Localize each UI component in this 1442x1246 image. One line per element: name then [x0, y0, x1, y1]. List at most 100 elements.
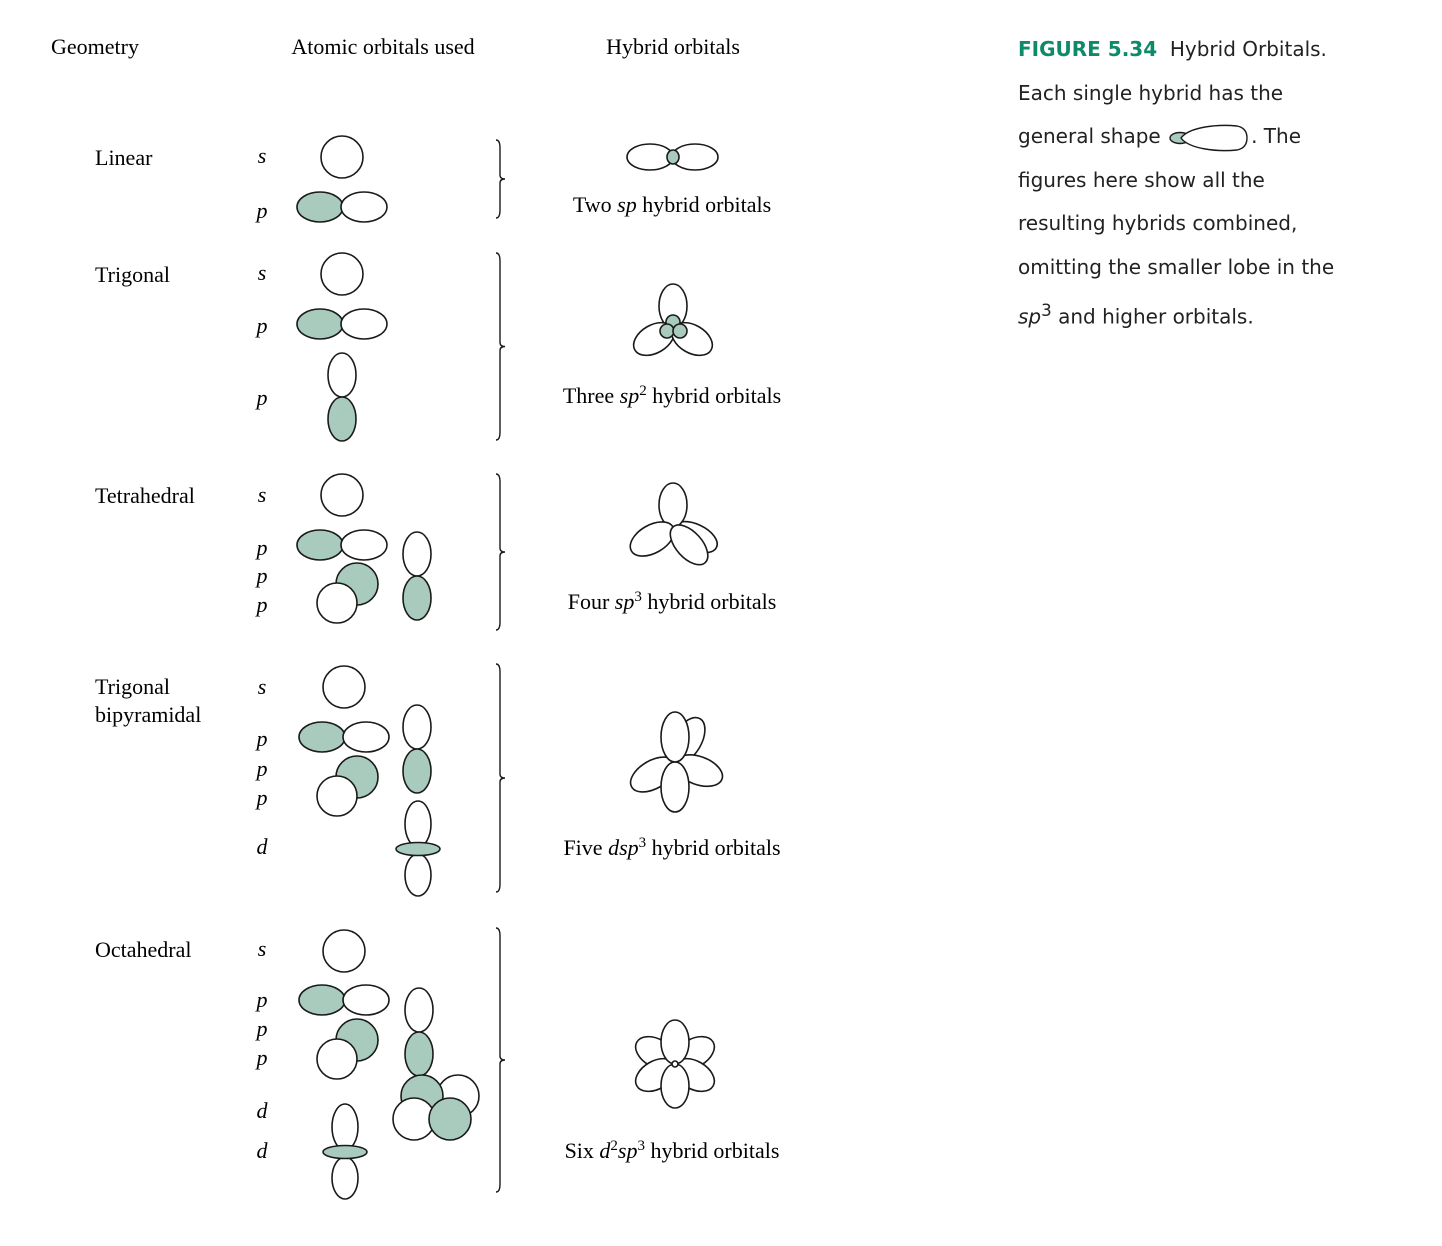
hybrid-orbital-label: Five dsp3 hybrid orbitals: [563, 835, 780, 860]
orbital-type-label: p: [255, 385, 268, 410]
p-orbital-clear-lobe: [342, 984, 390, 1016]
caption-text-1: Each single hybrid has the general shape: [1018, 80, 1284, 149]
orbital-type-label: s: [258, 936, 267, 961]
brace: [495, 252, 506, 441]
p-orbital-shaded-lobe: [296, 529, 344, 561]
brace: [495, 139, 506, 219]
orbital-type-label: p: [255, 198, 268, 223]
orbital-type-label: p: [255, 726, 268, 751]
hybrid-orbital-shapes: [626, 143, 724, 1109]
sp-hybrid-lobe: [626, 143, 674, 171]
header-atomic-orbitals: Atomic orbitals used: [291, 34, 474, 59]
p-orbital-shaded-lobe: [402, 575, 432, 621]
orbital-type-label: d: [257, 1138, 269, 1163]
orbital-type-label: p: [255, 313, 268, 338]
figure-caption: FIGURE 5.34 Hybrid Orbitals. Each single…: [1018, 28, 1358, 339]
orbital-type-label: s: [258, 143, 267, 168]
orbital-type-label: p: [255, 1045, 268, 1070]
dz2-torus: [395, 841, 441, 857]
s-orbital: [320, 135, 364, 179]
brace: [495, 663, 506, 893]
p-orbital-shaded-lobe: [298, 984, 346, 1016]
p-orbital-shaded-lobe: [327, 396, 357, 442]
brace: [495, 473, 506, 631]
hybrid-lobe: [660, 711, 690, 763]
p-orbital-shaded-lobe: [298, 721, 346, 753]
header-geometry: Geometry: [51, 34, 139, 59]
orbital-type-label: s: [258, 674, 267, 699]
s-orbital: [322, 665, 366, 709]
hybrid-orbital-label: Three sp2 hybrid orbitals: [563, 383, 781, 408]
orbital-row-labels: Linear s p: [95, 143, 268, 223]
orbital-type-label: p: [255, 785, 268, 810]
p-orbital-shaded-lobe: [296, 191, 344, 223]
p-orbital-clear-lobe: [402, 704, 432, 750]
dz2-upper-lobe: [404, 800, 432, 848]
orbital-row-labels: Trigonal s p p: [95, 260, 268, 410]
sp-hybrid-small-lobe: [666, 149, 680, 165]
hybrid-orbital-label: Six d2sp3 hybrid orbitals: [565, 1138, 780, 1163]
hybrid-lobe: [660, 1019, 690, 1065]
p-orbital-shaded-lobe: [404, 1031, 434, 1077]
orbital-type-label: d: [257, 834, 269, 859]
orbital-type-label: p: [255, 1016, 268, 1041]
geometry-label: Octahedral: [95, 937, 192, 962]
geometry-label: bipyramidal: [95, 702, 201, 727]
braces: [495, 139, 506, 1193]
caption-sp: sp: [1018, 304, 1042, 329]
orbital-type-label: s: [258, 260, 267, 285]
s-orbital: [320, 473, 364, 517]
figure-title: Hybrid Orbitals.: [1169, 37, 1327, 61]
p-orbital-shaded-lobe: [402, 748, 432, 794]
geometry-label: Linear: [95, 145, 153, 170]
s-orbital: [320, 252, 364, 296]
hybrid-lobe: [658, 482, 688, 528]
p-orbital-clear-lobe: [342, 721, 390, 753]
orbital-type-label: d: [257, 1098, 269, 1123]
figure-number: FIGURE 5.34: [1018, 37, 1158, 61]
column-headers: Geometry Atomic orbitals used Hybrid orb…: [51, 34, 740, 59]
hybrid-orbitals-diagram: Geometry Atomic orbitals used Hybrid orb…: [51, 34, 781, 1200]
geometry-label: Tetrahedral: [95, 483, 195, 508]
orbital-type-label: s: [258, 482, 267, 507]
caption-sp-sup: 3: [1041, 301, 1052, 320]
s-orbital: [322, 929, 366, 973]
hybrid-orbital-label: Four sp3 hybrid orbitals: [568, 589, 777, 614]
hybrid-lobe: [660, 1063, 690, 1109]
p-orbital-front-lobe: [316, 775, 358, 817]
p-orbital-clear-lobe: [327, 352, 357, 398]
p-orbital-clear-lobe: [340, 529, 388, 561]
single-hybrid-shape-icon: [1169, 124, 1248, 151]
sp2-small-lobe: [672, 323, 688, 339]
d-orbital-front-shaded-lobe: [428, 1097, 472, 1141]
atomic-orbitals: [296, 135, 480, 1200]
p-orbital-shaded-lobe: [296, 308, 344, 340]
p-orbital-clear-lobe: [340, 308, 388, 340]
caption-text-3: and higher orbitals.: [1051, 304, 1254, 329]
hybrid-lobe: [669, 524, 709, 566]
center-node: [671, 1060, 679, 1068]
dz2-lower-lobe: [331, 1156, 359, 1200]
geometry-label: Trigonal: [95, 674, 170, 699]
orbital-type-label: p: [255, 592, 268, 617]
orbital-type-label: p: [255, 756, 268, 781]
header-hybrid-orbitals: Hybrid orbitals: [606, 34, 740, 59]
geometry-label: Trigonal: [95, 262, 170, 287]
orbital-type-label: p: [255, 987, 268, 1012]
dz2-lower-lobe: [404, 853, 432, 897]
brace: [495, 927, 506, 1193]
sp2-small-lobe: [659, 323, 675, 339]
hybrid-lobe: [660, 761, 690, 813]
p-orbital-front-lobe: [316, 1038, 358, 1080]
p-orbital-clear-lobe: [402, 531, 432, 577]
hybrid-orbital-label: Two sp hybrid orbitals: [573, 192, 771, 217]
dz2-upper-lobe: [331, 1103, 359, 1151]
p-orbital-front-lobe: [316, 582, 358, 624]
p-orbital-clear-lobe: [340, 191, 388, 223]
orbital-type-label: p: [255, 563, 268, 588]
dz2-torus: [322, 1144, 368, 1160]
